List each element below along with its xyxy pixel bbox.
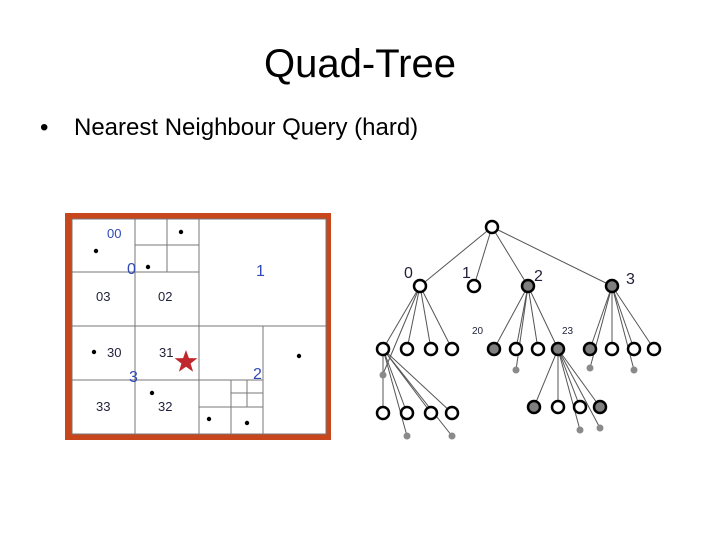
tree-node [399, 405, 415, 421]
tree-node-root [484, 219, 500, 235]
tree-node [550, 399, 566, 415]
tree: 0 1 2 3 20 23 [375, 219, 662, 440]
label-q1: 1 [256, 263, 265, 280]
tree-node-23 [550, 341, 566, 357]
tree-label-3: 3 [626, 271, 635, 288]
tree-node [530, 341, 546, 357]
tree-label-23: 23 [562, 326, 574, 337]
tree-node [572, 399, 588, 415]
leaf-point [403, 432, 411, 440]
label-q3: 3 [129, 369, 138, 386]
slide-title: Quad-Tree [264, 42, 456, 86]
tree-node [626, 341, 642, 357]
tree-label-20: 20 [472, 326, 484, 337]
leaf-point [630, 366, 638, 374]
tree-node-2 [520, 278, 536, 294]
label-q32: 32 [158, 399, 172, 414]
data-point [145, 264, 151, 270]
tree-node [423, 405, 439, 421]
label-q0: 0 [127, 261, 136, 278]
tree-edges [382, 226, 655, 437]
tree-node-0 [412, 278, 428, 294]
leaf-point [448, 432, 456, 440]
tree-label-2: 2 [534, 268, 543, 285]
data-point [91, 349, 97, 355]
tree-nodes [375, 219, 662, 421]
tree-node [646, 341, 662, 357]
tree-node [399, 341, 415, 357]
data-point [244, 420, 250, 426]
tree-node [375, 405, 391, 421]
data-point [206, 416, 212, 422]
leaf-point [512, 366, 520, 374]
leaf-point [576, 426, 584, 434]
tree-node [444, 405, 460, 421]
tree-node [423, 341, 439, 357]
label-q2: 2 [253, 366, 262, 383]
leaf-point [596, 424, 604, 432]
label-q33: 33 [96, 399, 110, 414]
leaf-point [586, 364, 594, 372]
tree-node [582, 341, 598, 357]
star-icon [174, 350, 198, 372]
tree-label-1: 1 [462, 265, 471, 282]
bullet-dot: • [40, 114, 49, 141]
tree-node [444, 341, 460, 357]
leaf-point [379, 371, 387, 379]
tree-node [526, 399, 542, 415]
data-point [296, 353, 302, 359]
partition-lines [72, 219, 326, 434]
tree-leaf-points [379, 364, 638, 440]
tree-node-3 [604, 278, 620, 294]
label-q00: 00 [107, 226, 121, 241]
tree-node-1 [466, 278, 482, 294]
data-point [149, 390, 155, 396]
label-q02: 02 [158, 289, 172, 304]
tree-node [508, 341, 524, 357]
label-q31: 31 [159, 345, 173, 360]
tree-node-20 [486, 341, 502, 357]
tree-node [604, 341, 620, 357]
tree-node-03 [375, 341, 391, 357]
data-points [91, 229, 302, 426]
data-point [178, 229, 184, 235]
label-q30: 30 [107, 345, 121, 360]
bullet-item: • Nearest Neighbour Query (hard) [40, 114, 418, 142]
data-point [93, 248, 99, 254]
tree-node [592, 399, 608, 415]
spatial-map: 00 0 1 03 02 30 31 3 2 33 32 [65, 213, 331, 440]
label-q03: 03 [96, 289, 110, 304]
tree-label-0: 0 [404, 265, 413, 282]
bullet-text: Nearest Neighbour Query (hard) [74, 114, 419, 141]
